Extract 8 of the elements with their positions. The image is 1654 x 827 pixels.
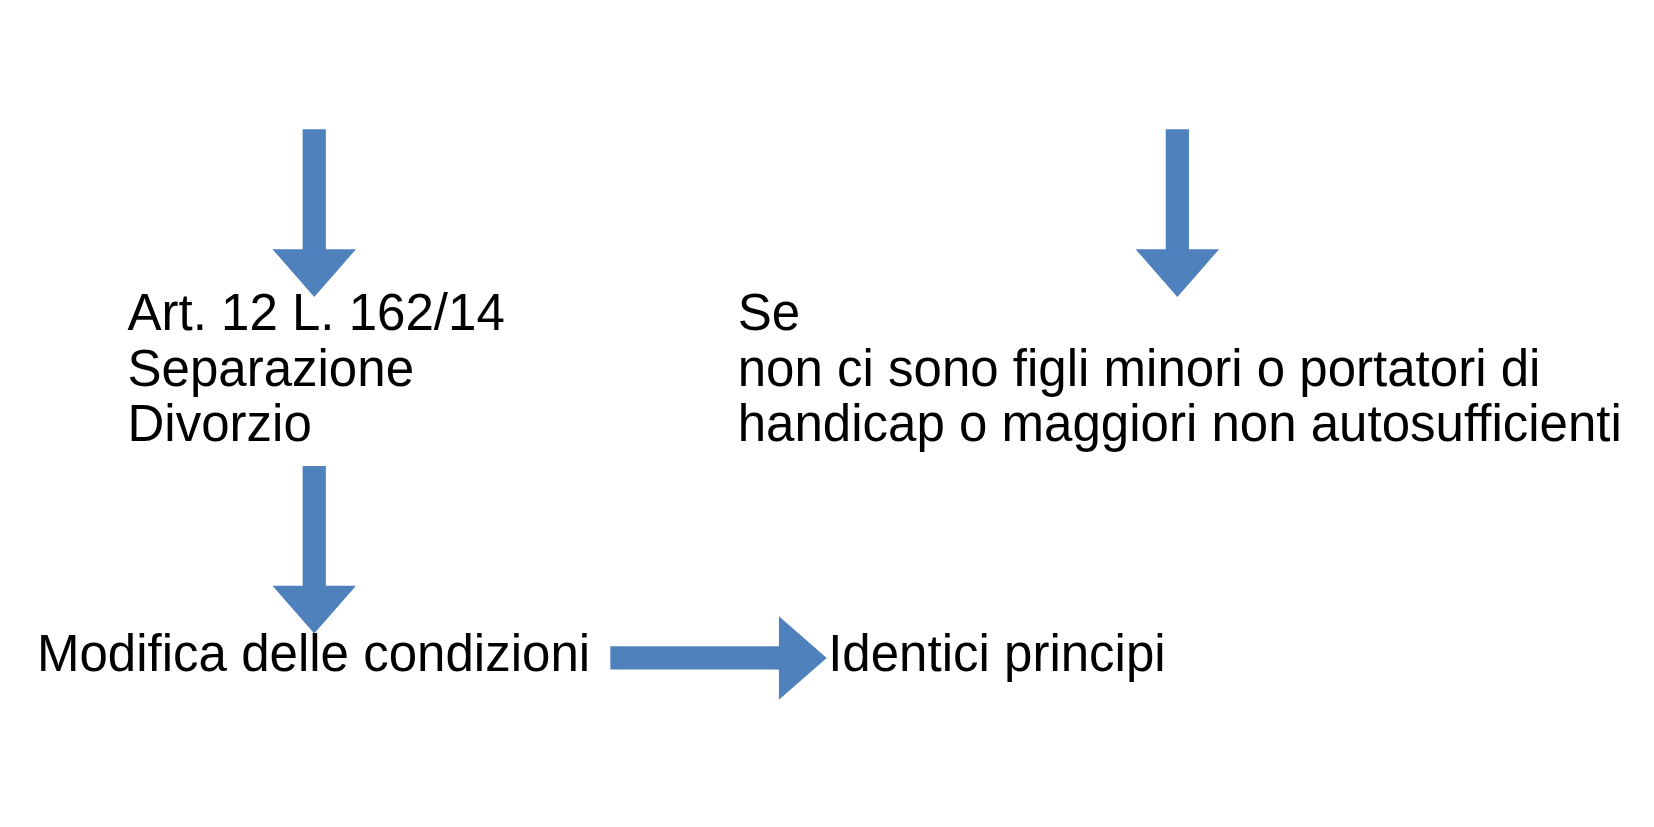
- node-text: Identici principi: [828, 624, 1166, 682]
- arrow: [272, 466, 357, 634]
- arrow: [272, 129, 357, 297]
- node-text: Se non ci sono figli minori o portatori di handicap o maggiori non autosufficienti: [737, 283, 1622, 453]
- node-text: Modifica delle condizioni: [36, 624, 591, 682]
- arrow: [610, 616, 827, 700]
- node-text: Art. 12 L. 162/14 Separazione Divorzio: [127, 283, 505, 453]
- arrow: [1135, 129, 1220, 297]
